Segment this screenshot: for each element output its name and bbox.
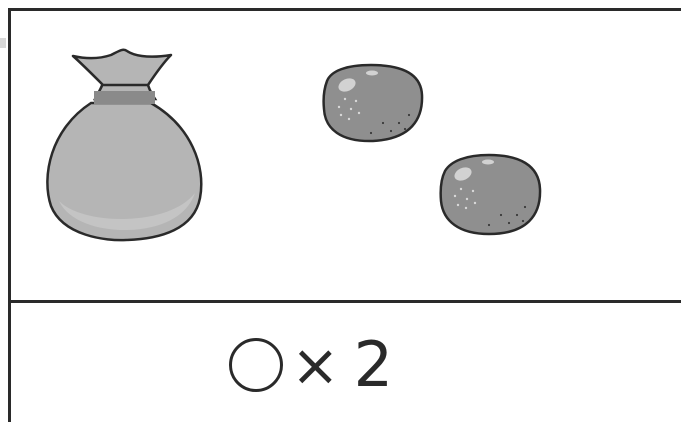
multiplier-number: 2 <box>354 334 393 396</box>
multiplication-expression: × 2 <box>229 325 393 405</box>
potato-icon <box>441 155 540 234</box>
illustration <box>11 11 681 300</box>
money-bag-icon <box>47 50 201 240</box>
answer-row: × 2 <box>11 303 681 422</box>
corner-mark <box>0 38 6 48</box>
times-sign: × <box>291 336 340 394</box>
picture-area <box>11 11 681 300</box>
answer-blank-circle[interactable] <box>229 338 283 392</box>
potato-icon <box>324 65 422 141</box>
